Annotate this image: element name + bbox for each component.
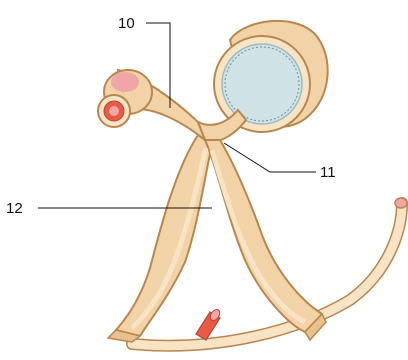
band-end-opening [395, 198, 407, 208]
round-vesicle [214, 21, 328, 132]
label-12: 12 [6, 200, 23, 217]
label-10: 10 [118, 15, 135, 32]
leader-11 [224, 143, 316, 172]
left-knob [98, 70, 152, 127]
label-11: 11 [320, 164, 336, 181]
vessel-segment [196, 308, 222, 340]
vesicle-lumen [222, 44, 302, 124]
